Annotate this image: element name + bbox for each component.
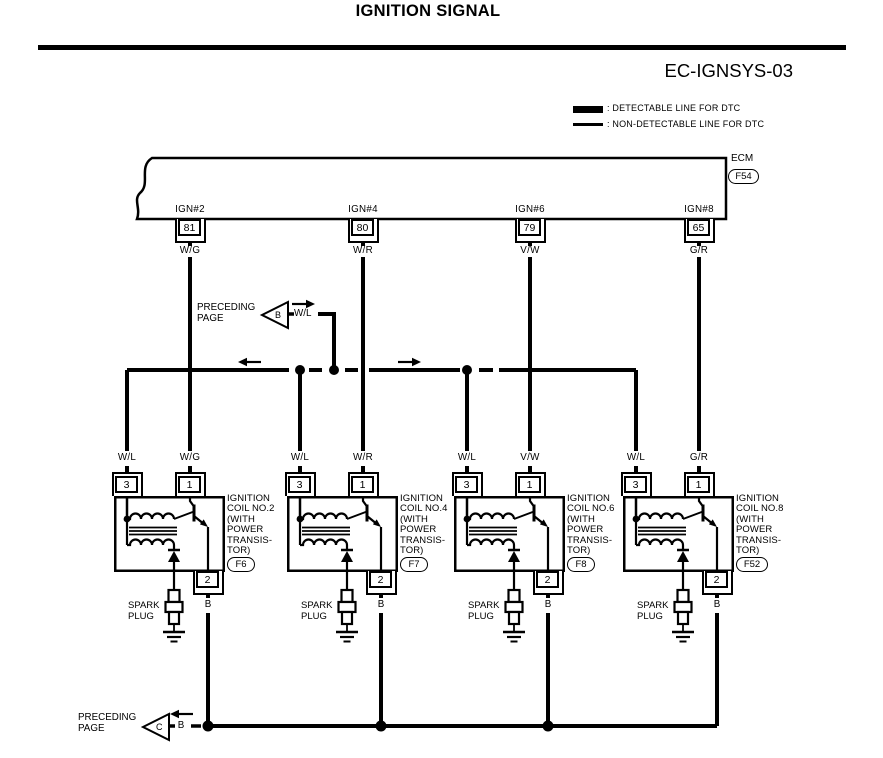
coil-terminal: 3 — [111, 472, 143, 496]
wire-color-label: W/L — [294, 308, 312, 319]
coil-name: IGNITION COIL NO.8 (WITH POWER TRANSIS- … — [736, 493, 784, 557]
coil-terminal: 3 — [284, 472, 316, 496]
legend-nondetectable-line-swatch — [573, 122, 603, 126]
coil-terminal: 3 — [620, 472, 652, 496]
wire-color-label: B — [713, 599, 721, 610]
wire-color-label: V/W — [520, 452, 540, 463]
ecm-signal-label: IGN#4 — [348, 204, 378, 215]
wire-color-label: W/L — [626, 452, 646, 463]
ecm-terminal: 79 — [514, 219, 546, 243]
coil-connector-id: F7 — [400, 557, 428, 572]
wire-color-label: G/R — [689, 245, 709, 256]
wire-color-label: V/W — [520, 245, 540, 256]
page-connector-triangle-bottom — [140, 712, 170, 742]
coil-terminal: 2 — [365, 571, 397, 595]
ecm-terminal: 65 — [683, 219, 715, 243]
wire-color-label: W/L — [117, 452, 137, 463]
coil-connector-id: F6 — [227, 557, 255, 572]
page-connector-triangle-top — [259, 300, 289, 330]
wire-color-label: B — [544, 599, 552, 610]
wire-color-label: W/R — [353, 452, 373, 463]
coil-name: IGNITION COIL NO.6 (WITH POWER TRANSIS- … — [567, 493, 615, 557]
legend-detectable-line-swatch — [573, 106, 603, 113]
legend-nondetectable-label: : NON-DETECTABLE LINE FOR DTC — [607, 118, 765, 129]
wire-color-label: W/L — [457, 452, 477, 463]
coil-name: IGNITION COIL NO.4 (WITH POWER TRANSIS- … — [400, 493, 448, 557]
coil-terminal: 1 — [174, 472, 206, 496]
ecm-signal-label: IGN#6 — [515, 204, 545, 215]
preceding-page-caption: PRECEDING PAGE — [78, 712, 137, 734]
wire-color-label: G/R — [689, 452, 709, 463]
wire-color-label: B — [177, 720, 185, 731]
wire-color-label: B — [204, 599, 212, 610]
ecm-signal-label: IGN#8 — [684, 204, 714, 215]
coil-name: IGNITION COIL NO.2 (WITH POWER TRANSIS- … — [227, 493, 275, 557]
wire-color-label: W/G — [179, 452, 201, 463]
coil-terminal: 2 — [701, 571, 733, 595]
wire-color-label: B — [377, 599, 385, 610]
ecm-connector-id: F54 — [728, 169, 759, 184]
wire-color-label: W/L — [290, 452, 310, 463]
title-rule — [38, 45, 846, 50]
ecm-label: ECM — [731, 153, 754, 164]
page-connector-letter: B — [275, 310, 282, 320]
coil-terminal: 1 — [683, 472, 715, 496]
legend-detectable-label: : DETECTABLE LINE FOR DTC — [607, 103, 741, 113]
ecm-terminal: 81 — [174, 219, 206, 243]
coil-terminal: 2 — [192, 571, 224, 595]
coil-terminal: 1 — [514, 472, 546, 496]
coil-connector-id: F52 — [736, 557, 768, 572]
coil-terminal: 2 — [532, 571, 564, 595]
coil-connector-id: F8 — [567, 557, 595, 572]
preceding-page-caption: PRECEDING PAGE — [197, 302, 256, 324]
wire-color-label: W/R — [353, 245, 373, 256]
ecm-signal-label: IGN#2 — [175, 204, 205, 215]
coil-terminal: 3 — [451, 472, 483, 496]
diagram-code: EC-IGNSYS-03 — [664, 60, 793, 81]
ecm-terminal: 80 — [347, 219, 379, 243]
coil-terminal: 1 — [347, 472, 379, 496]
wire-color-label: W/G — [179, 245, 201, 256]
page-connector-letter: C — [156, 722, 163, 732]
page-title: IGNITION SIGNAL — [355, 2, 501, 20]
